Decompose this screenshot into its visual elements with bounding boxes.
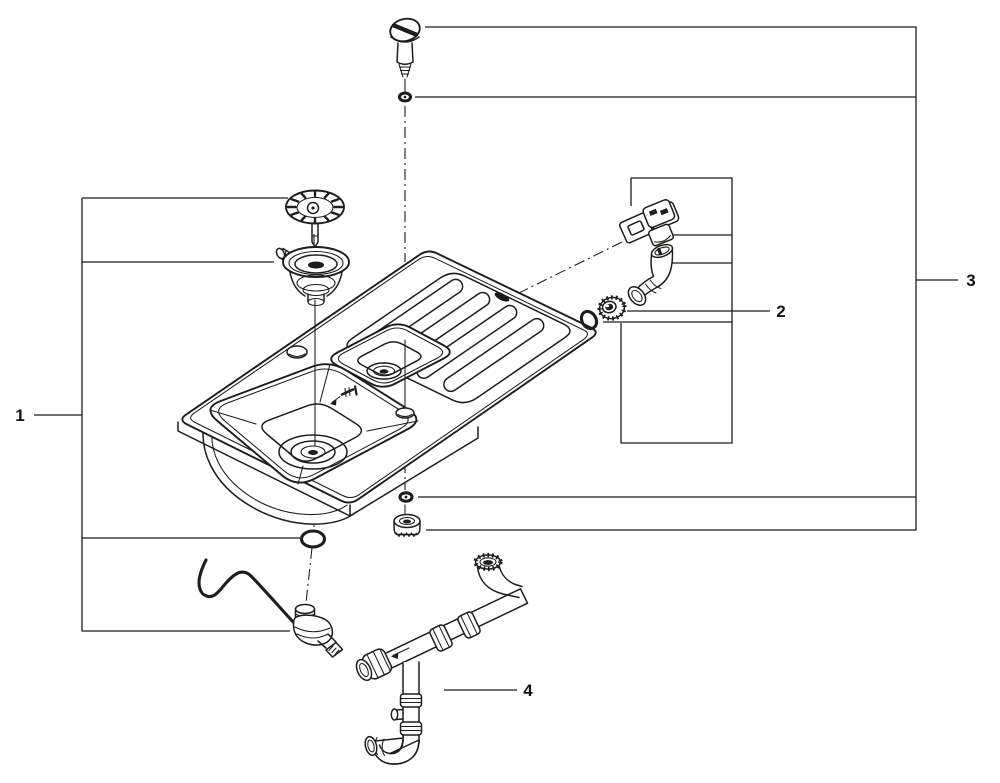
trap-side-port <box>390 708 404 721</box>
secondary-bowl <box>330 323 451 388</box>
trap-bottom-elbow <box>364 735 420 765</box>
sink-oring <box>299 529 327 549</box>
overflow-nut <box>597 295 627 321</box>
faucet-hole <box>286 345 308 359</box>
mounting-washer <box>398 491 414 503</box>
trap-top-nut <box>473 552 503 572</box>
callout-label-4: 4 <box>523 681 533 700</box>
drainboard-panel <box>346 272 571 404</box>
callout-label-2: 2 <box>776 302 785 321</box>
callout-label-3: 3 <box>966 271 975 290</box>
screw-threads <box>398 63 412 78</box>
screw-slot <box>391 23 419 37</box>
trap-coupling-2 <box>429 624 453 652</box>
overflow-sleeve <box>647 223 675 247</box>
screw-washer <box>397 91 413 103</box>
trap-coupling-1 <box>457 611 481 639</box>
knob-hole <box>395 407 415 419</box>
strainer-plug-crown-ticks <box>286 190 344 224</box>
overflow-elbow <box>627 243 674 306</box>
trap-run-pipe <box>383 588 529 669</box>
callout-group-2: 2 <box>603 177 786 444</box>
main-drain-hole <box>278 434 348 470</box>
sink-rim-inner <box>190 255 588 498</box>
overflow-cover <box>642 199 680 231</box>
fixing-screw <box>389 17 421 78</box>
overflow-gasket <box>618 212 654 244</box>
trap-vertical-coupling-1 <box>399 693 423 708</box>
flow-arrow <box>391 647 410 659</box>
overflow-oring <box>579 309 599 331</box>
callout-group-3: 3 <box>415 26 976 531</box>
trap-assembly <box>355 552 529 765</box>
main-bowl <box>209 363 419 485</box>
secondary-drain-hole <box>366 362 402 380</box>
fitting-cap-hatch <box>328 645 340 656</box>
earth-screw-marker <box>330 385 358 406</box>
callout-label-1: 1 <box>15 406 24 425</box>
callout-group-4: 4 <box>444 681 533 700</box>
strainer-plug <box>285 189 345 248</box>
drain-cock-fitting <box>292 603 344 658</box>
pop-up-rod <box>197 558 297 626</box>
sink-unit <box>177 250 597 525</box>
bowl-wall-edges <box>209 363 419 485</box>
trap-outlet <box>364 735 378 757</box>
overflow-slot <box>494 292 510 302</box>
trap-left-coupling <box>355 648 393 682</box>
axis-lines-on-sink <box>314 299 406 447</box>
mounting-nut <box>393 513 421 538</box>
callout-group-1: 1 <box>15 197 300 632</box>
strainer-basket <box>275 246 350 307</box>
trap-vertical-coupling-2 <box>399 721 423 736</box>
